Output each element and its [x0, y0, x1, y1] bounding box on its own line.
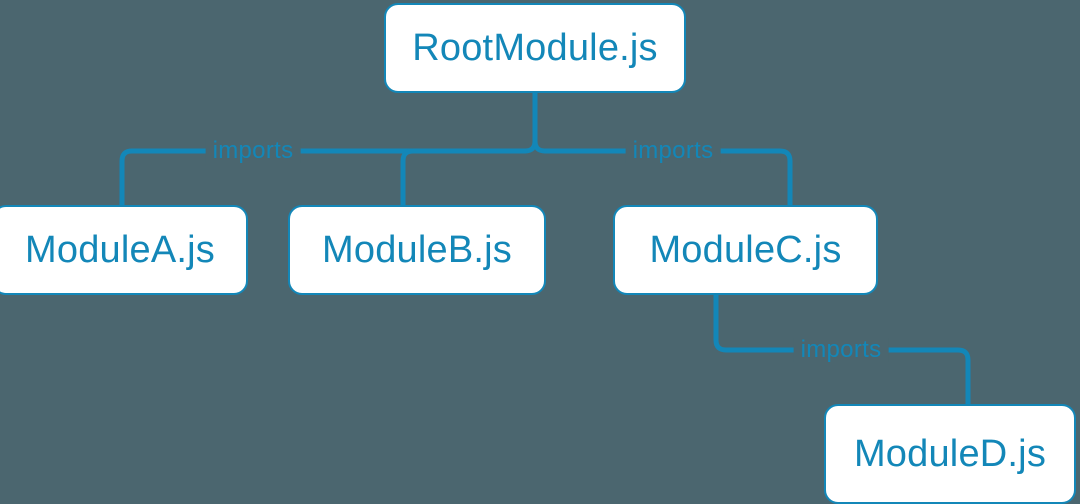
edge-label-modulec-moduled: imports [793, 338, 889, 362]
edge-root-to-moduleb [400, 148, 528, 208]
node-label: RootModule.js [412, 26, 658, 69]
node-moduled[interactable]: ModuleD.js [824, 404, 1076, 504]
edge-label-root-modulec: imports [625, 139, 721, 163]
edge-root-to-modulea [119, 148, 528, 208]
node-modulea[interactable]: ModuleA.js [0, 205, 248, 295]
node-moduleb[interactable]: ModuleB.js [288, 205, 546, 295]
edge-root-to-modulec [542, 148, 793, 208]
node-label: ModuleA.js [25, 228, 215, 271]
node-label: ModuleD.js [853, 432, 1047, 475]
node-modulec[interactable]: ModuleC.js [613, 205, 878, 295]
node-label: ModuleC.js [649, 228, 842, 271]
node-label: ModuleB.js [322, 228, 512, 271]
edge-label-root-modulea: imports [205, 139, 301, 163]
node-rootmodule[interactable]: RootModule.js [384, 3, 686, 93]
